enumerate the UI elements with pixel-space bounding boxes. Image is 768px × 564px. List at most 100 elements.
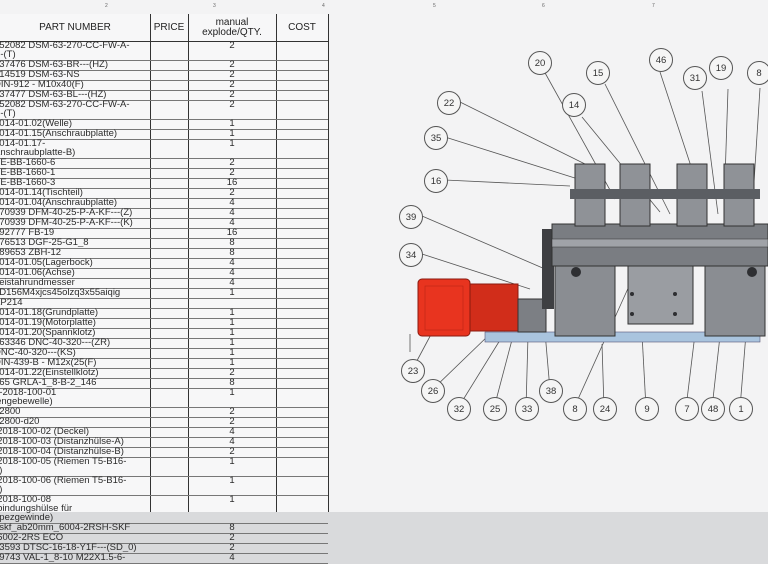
column-number: 5 [433,3,436,9]
header-part-number: PART NUMBER [0,14,150,42]
part-number-cell: AP214 [0,298,23,307]
part-number-cell: DIN-439-B - M12x(25(F) [0,358,97,367]
qty-cell: 1 [229,287,235,298]
part-number-cell: 163346 DNC-40-320---(ZR) [0,338,111,347]
qty-cell: 1 [229,387,235,398]
part-number-cell: 2014-01.20(Spannklotz) [0,328,96,337]
part-number-cell: 170939 DFM-40-25-P-A-KF---(Z) [0,208,133,217]
qty-cell: 2 [229,59,235,70]
table-row: 2014-01.04(Anschraubplatte)4 [0,198,328,209]
part-number-cell: -2018-100-03 (Distanzhülse-A) [0,437,124,446]
qty-cell: 2 [229,542,235,553]
table-row: 2014-01.17- Anschraubplatte-B)1 [0,139,328,159]
item-balloon: 7 [675,397,699,421]
table-row: 2014-01.19(Motorplatte)1 [0,318,328,329]
item-balloon: 19 [709,56,733,80]
table-row: 170939 DFM-40-25-P-A-KF---(K) 4 [0,218,328,229]
qty-cell: 2 [229,69,235,80]
qty-cell: 1 [229,347,235,358]
item-balloon: 24 [593,397,617,421]
qty-cell: 8 [229,377,235,388]
qty-cell: 16 [226,177,238,188]
header-cost: COST [276,14,328,42]
qty-cell: 2 [229,416,235,427]
column-divider [188,14,189,512]
part-number-cell: 592777 FB-19 [0,228,55,237]
item-balloon: 48 [701,397,725,421]
bill-of-materials-table: PART NUMBER PRICE manual explode/QTY. CO… [0,14,329,564]
item-balloon: 25 [483,397,507,421]
qty-cell: 2 [229,40,235,51]
table-row: 79743 VAL-1_8-10 M22X1.5-6-4 [0,553,328,564]
table-row: 163346 DNC-40-320---(ZR) 1 [0,338,328,349]
column-number: 4 [322,3,325,9]
table-row: 552082 DSM-63-270-CC-FW-A- ---(T)2 [0,41,328,61]
item-balloon: 20 [528,51,552,75]
table-row: DIN-439-B - M12x(25(F) 1 [0,358,328,369]
part-number-cell: 2014-01.15(Anschraubplatte) [0,129,118,138]
table-row: VE-BB-1660-6 2 [0,158,328,169]
table-row: VE-BB-1660-1 2 [0,168,328,179]
part-number-cell: 53593 DTSC-16-18-Y1F---(SD_0) [0,543,137,552]
column-number: 2 [105,3,108,9]
qty-cell: 1 [229,337,235,348]
table-row: 2014-01.18(Grundplatte)1 [0,308,328,319]
table-row: -2018-100-06 (Riemen T5-B16- 0) 1 [0,476,328,496]
column-number: 3 [213,3,216,9]
part-number-cell: -2018-100-08 rbindungshülse für epezgewi… [0,495,73,522]
gearbox [469,283,519,332]
qty-cell: 1 [229,317,235,328]
item-balloon: 34 [399,243,423,267]
part-number-cell: _D156M4xjcs45olzq3x55aiqig [0,288,121,297]
item-balloon: 8 [747,61,768,85]
item-balloon: 46 [649,48,673,72]
table-row: DIN-912 - M10x40(F)2 [0,80,328,91]
table-row: -2018-100-04 (Distanzhülse-B)2 [0,447,328,458]
part-number-cell: VE-BB-1660-1 [0,168,56,177]
part-number-cell: VE-BB-1660-3 [0,178,56,187]
table-row: 2014-01.15(Anschraubplatte) 1 [0,129,328,140]
qty-cell: 1 [229,128,235,139]
table-row: 552082 DSM-63-270-CC-FW-A- ---(T)2 [0,100,328,120]
part-number-cell: -2018-100-05 (Riemen T5-B16- 0) [0,457,127,475]
qty-cell: 2 [229,367,235,378]
part-number-cell: 170939 DFM-40-25-P-A-KF---(K) [0,218,133,227]
qty-cell: 1 [229,138,235,149]
part-number-cell: -2018-100-04 (Distanzhülse-B) [0,447,124,456]
part-number-cell: 2014-01.02(Welle) [0,119,72,128]
part-number-cell: 2014-01.05(Lagerbock) [0,258,93,267]
qty-cell: 4 [229,217,235,228]
part-number-cell: _skf_ab20mm_6004-2RSH-SKF [0,523,131,532]
qty-cell: 2 [229,167,235,178]
table-row: 737477 DSM-63-BL---(HZ)2 [0,90,328,101]
qty-cell: 2 [229,79,235,90]
qty-cell: 16 [226,227,238,238]
belt [542,229,554,309]
qty-cell: 1 [229,475,235,486]
table-row: -2018-100-08 rbindungshülse für epezgewi… [0,495,328,524]
header-price: PRICE [150,14,188,42]
left-drum [554,265,616,337]
part-number-cell: -2018-100-06 (Riemen T5-B16- 0) [0,476,127,494]
qty-cell: 2 [229,532,235,543]
part-number-cell: VE-BB-1660-6 [0,158,56,167]
item-balloon: 39 [399,205,423,229]
table-row: 2014-01.20(Spannklotz)1 [0,328,328,339]
part-number-cell: 714519 DSM-63-NS [0,70,80,79]
qty-cell: 8 [229,247,235,258]
part-number-cell: 2014-01.14(Tischteil) [0,188,83,197]
table-row: VE-BB-1660-3 16 [0,178,328,189]
qty-cell: 4 [229,277,235,288]
table-row: DNC-40-320---(KS)1 [0,348,328,359]
part-number-cell: 5-2018-100-01 lengebewelle) [0,388,57,406]
qty-cell: 1 [229,494,235,505]
table-row: 2014-01.14(Tischteil)2 [0,188,328,199]
qty-cell: 2 [229,157,235,168]
right-drum [704,265,766,337]
qty-cell: 4 [229,436,235,447]
qty-cell: 1 [229,357,235,368]
part-number-cell: 79743 VAL-1_8-10 M22X1.5-6- [0,553,126,562]
item-balloon: 35 [424,126,448,150]
